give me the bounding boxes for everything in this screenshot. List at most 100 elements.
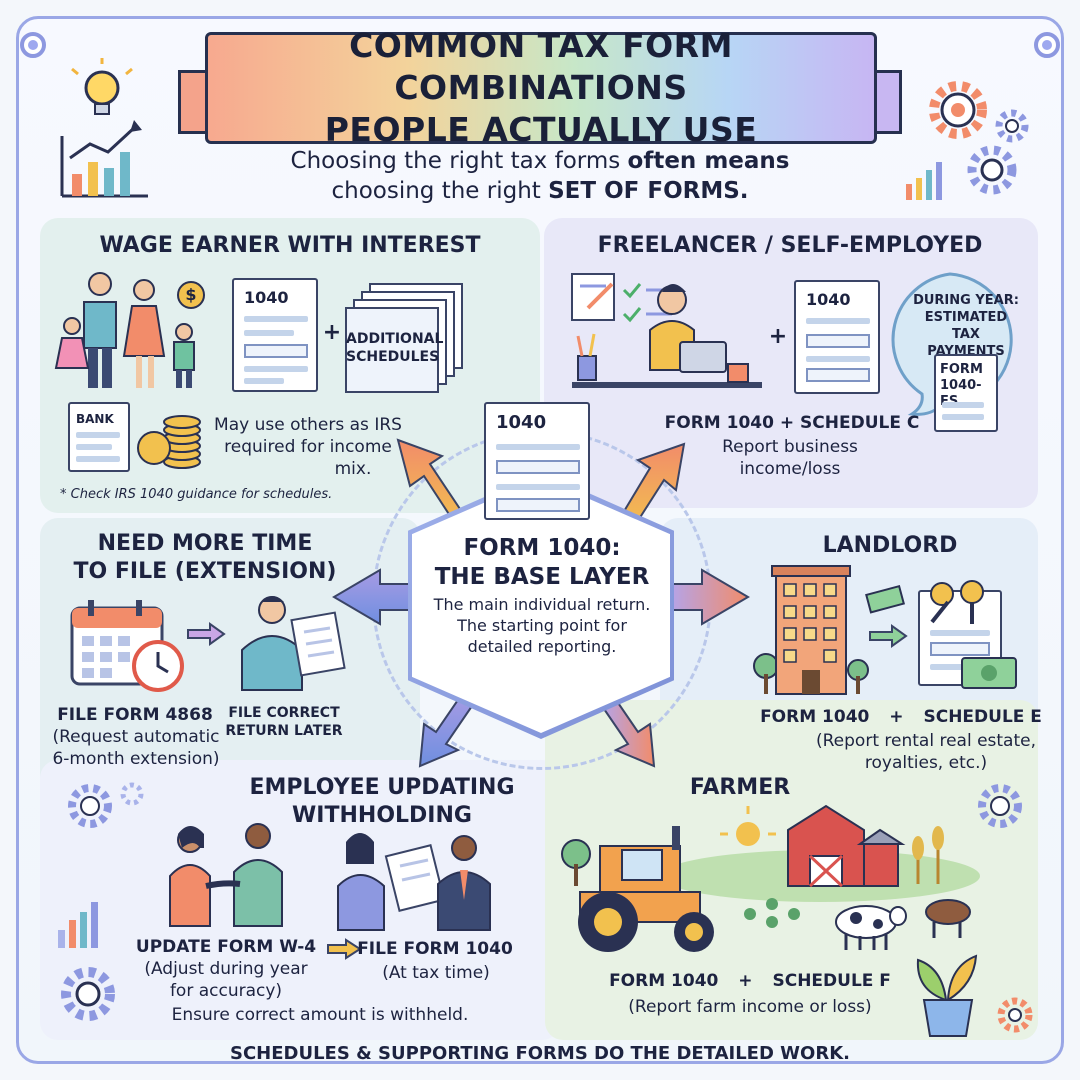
bank-statement-doc: BANK	[68, 402, 130, 472]
freelancer-desc-line-2: income/loss	[739, 459, 841, 479]
es-line-1: FORM	[940, 362, 983, 377]
coin-stack-icon	[137, 415, 201, 469]
center-desc-line-2: The starting point for	[457, 616, 627, 635]
extension-title-line-1: NEED MORE TIME	[97, 531, 313, 556]
center-title-line-1: FORM 1040:	[463, 535, 621, 561]
freelancer-title: FREELANCER / SELF-EMPLOYED	[597, 233, 983, 258]
extension-title: NEED MORE TIME TO FILE (EXTENSION)	[60, 530, 350, 586]
corner-ornament-top-left	[20, 32, 46, 58]
additional-schedules-label: ADDITIONAL SCHEDULES	[346, 330, 443, 366]
freelancer-desc-line-1: Report business	[722, 437, 858, 457]
subtitle-part-1: Choosing the right tax forms	[290, 148, 628, 174]
farmer-combo-right: SCHEDULE F	[772, 971, 891, 991]
title-banner: COMMON TAX FORM COMBINATIONS PEOPLE ACTU…	[205, 26, 877, 149]
w4-title: UPDATE FORM W-4	[135, 937, 317, 957]
coin-symbol: $	[185, 285, 197, 304]
subtitle-emphasis-2: SET OF FORMS.	[548, 178, 749, 204]
extension-form-label: FILE FORM 4868	[57, 705, 213, 725]
schedules-line-1: ADDITIONAL	[346, 331, 444, 347]
arrow-right-icon	[327, 938, 362, 960]
freelancer-desk-icon	[571, 273, 762, 388]
doc-label: 1040	[806, 290, 851, 309]
freelancer-desc: Report business income/loss	[690, 436, 890, 480]
gears-icon	[906, 81, 1029, 200]
keys-icon	[930, 580, 984, 624]
corner-ornament-top-right	[1034, 32, 1060, 58]
extension-desc-line-2: 6-month extension)	[52, 749, 220, 769]
potted-plant-icon	[916, 954, 978, 1037]
schedules-line-2: SCHEDULES	[346, 349, 440, 365]
extension-form-desc: (Request automatic 6-month extension)	[36, 726, 236, 770]
freelancer-combo: FORM 1040 + SCHEDULE C	[664, 413, 920, 433]
subtitle: Choosing the right tax forms often means…	[240, 146, 840, 206]
plus-sign: +	[768, 324, 788, 349]
later-line-1: FILE CORRECT	[228, 705, 340, 721]
lightbulb-chart-icon	[60, 58, 148, 198]
handshake-people-icon	[169, 823, 283, 927]
landlord-combo-left: FORM 1040	[760, 707, 870, 727]
subtitle-emphasis-1: often means	[627, 148, 790, 174]
farmer-plus: +	[738, 971, 753, 991]
file-1040-desc: (At tax time)	[382, 963, 490, 983]
arrow-right-icon	[869, 624, 908, 648]
bubble-line-1: DURING YEAR:	[913, 293, 1019, 308]
center-desc-line-3: detailed reporting.	[467, 637, 617, 656]
center-doc-label: 1040	[496, 412, 547, 433]
wage-title: WAGE EARNER WITH INTEREST	[99, 233, 481, 258]
wage-note: May use others as IRS required for incom…	[206, 414, 410, 480]
center-desc: The main individual return. The starting…	[414, 594, 670, 657]
w4-desc-line-2: for accuracy)	[169, 981, 283, 1001]
extension-desc-line-1: (Request automatic	[52, 727, 220, 747]
landlord-combo-right: SCHEDULE E	[923, 707, 1042, 727]
form-1040-doc-center: 1040	[484, 402, 590, 520]
farmer-desc: (Report farm income or loss)	[628, 997, 872, 1017]
bank-label: BANK	[76, 412, 114, 426]
extension-title-line-2: TO FILE (EXTENSION)	[73, 559, 337, 584]
cash-icon	[865, 584, 906, 614]
gear-icon	[61, 967, 115, 1021]
employee-note: Ensure correct amount is withheld.	[171, 1005, 469, 1025]
title-line-2: PEOPLE ACTUALLY USE	[324, 110, 758, 149]
wage-footnote: * Check IRS 1040 guidance for schedules.	[60, 487, 333, 502]
employee-title-line-1: EMPLOYEE UPDATING	[249, 775, 515, 800]
bar-chart-icon	[58, 902, 98, 948]
wage-note-line-2: required for income	[224, 437, 392, 457]
gear-icon	[997, 997, 1033, 1033]
person-with-form-icon	[241, 596, 346, 691]
arrow-right-icon	[187, 622, 226, 646]
gear-icon	[978, 784, 1022, 828]
landlord-desc: (Report rental real estate, royalties, e…	[796, 730, 1056, 774]
w4-desc: (Adjust during year for accuracy)	[126, 958, 326, 1002]
farmer-combo: FORM 1040 + SCHEDULE F	[600, 970, 900, 992]
plus-sign: +	[322, 320, 342, 345]
center-title-line-2: THE BASE LAYER	[434, 564, 650, 590]
doc-label: 1040	[244, 288, 289, 307]
farm-scene-icon	[561, 804, 980, 952]
center-title: FORM 1040: THE BASE LAYER	[420, 534, 664, 592]
extension-later-label: FILE CORRECT RETURN LATER	[222, 704, 346, 740]
base-layer-hexagon	[412, 478, 670, 733]
subtitle-part-2: choosing the right	[331, 178, 549, 204]
center-desc-line-1: The main individual return.	[433, 595, 651, 614]
cash-stack-icon	[961, 657, 1017, 689]
wage-note-line-1: May use others as IRS	[214, 415, 402, 435]
form-1040-doc-freelancer: 1040	[794, 280, 880, 394]
landlord-combo: FORM 1040 + SCHEDULE E	[756, 706, 1046, 728]
stacked-schedules-icon	[345, 283, 463, 393]
landlord-desc-line-2: royalties, etc.)	[864, 753, 988, 773]
family-icon	[54, 272, 195, 388]
bubble-line-2: ESTIMATED TAX	[924, 310, 1008, 342]
form-1040-doc-wage: 1040	[232, 278, 318, 392]
coin-icon	[177, 281, 205, 309]
signing-form-people-icon	[337, 833, 491, 931]
title-line-1: COMMON TAX FORM COMBINATIONS	[349, 26, 733, 107]
employee-title-line-2: WITHHOLDING	[292, 803, 472, 828]
file-1040-title: FILE FORM 1040	[357, 939, 513, 959]
employee-title: EMPLOYEE UPDATING WITHHOLDING	[232, 774, 532, 830]
farmer-title: FARMER	[689, 775, 791, 800]
landlord-plus: +	[889, 707, 904, 727]
calendar-clock-icon	[70, 600, 184, 692]
later-line-2: RETURN LATER	[225, 723, 343, 739]
form-1040-es-doc: FORM 1040-ES	[934, 354, 998, 432]
